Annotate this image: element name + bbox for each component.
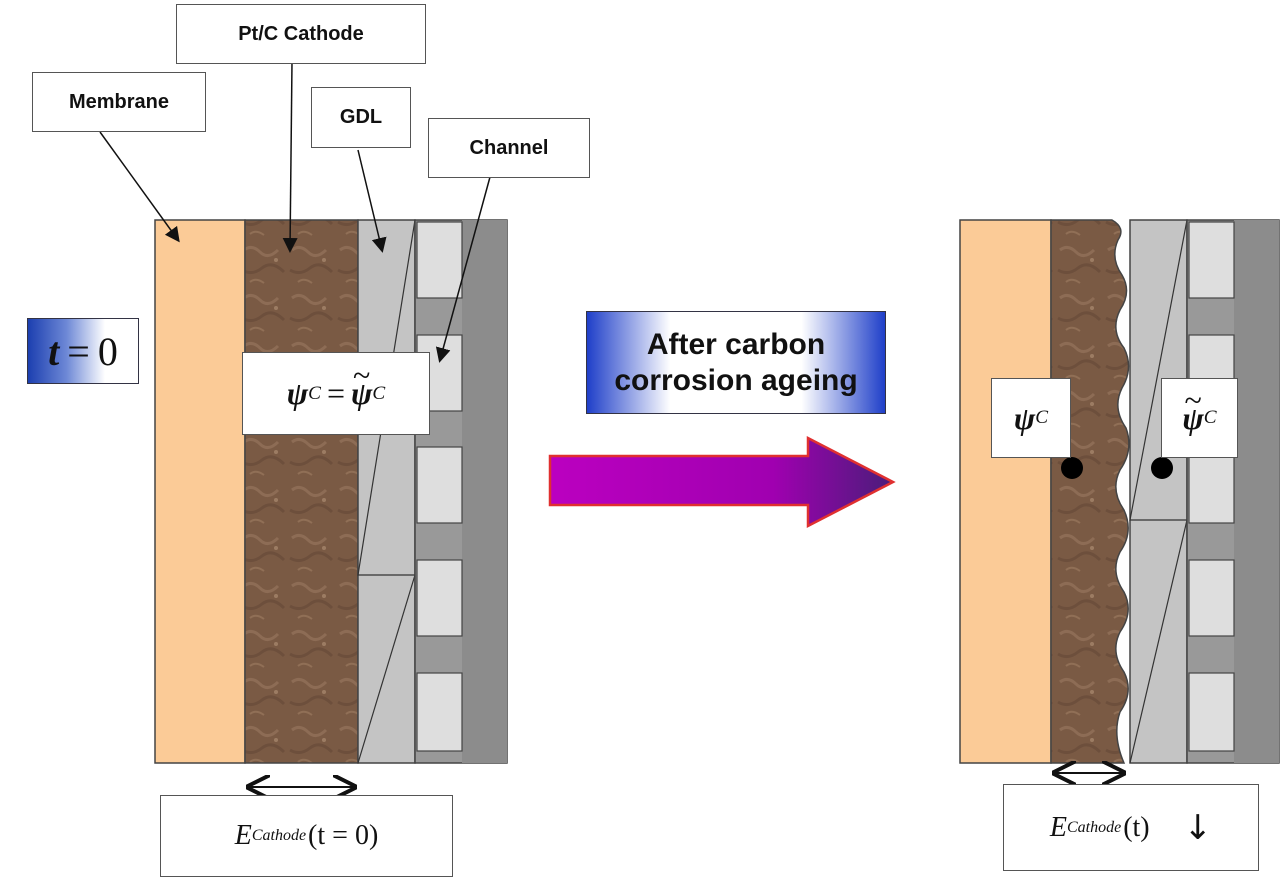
membrane-layer: [154, 219, 246, 764]
tilde-mark: ~: [353, 357, 371, 394]
psi-tilde-subscript: C: [372, 382, 386, 404]
channel-block: [416, 672, 463, 752]
time-variable: t: [48, 328, 60, 374]
psi-subscript: C: [308, 382, 321, 404]
time-value: 0: [97, 328, 118, 374]
gdl-diagonal-lines-lower: [357, 574, 416, 764]
aged-thickness-label: E Cathode (t) ↓: [1003, 784, 1259, 871]
ageing-caption-line1: After carbon: [646, 327, 826, 361]
psi-tilde-symbol: ψ: [351, 375, 373, 411]
membrane-leader: [99, 131, 180, 243]
aged-tilde-mark: ~: [1184, 381, 1202, 418]
decrease-arrow-icon: ↓: [1183, 807, 1213, 848]
aged-assembly: [959, 219, 1280, 773]
channel-leader: [435, 176, 491, 363]
channel-block: [1188, 559, 1235, 637]
channel-block: [1188, 672, 1235, 752]
aged-psi-tilde-subscript: C: [1203, 407, 1217, 428]
aged-thickness-argument: (t): [1123, 811, 1150, 843]
channel-block: [1188, 446, 1235, 524]
gdl-diagonal-lines: [357, 219, 416, 576]
membrane-label: Membrane: [32, 72, 206, 132]
cathode-layer: [244, 219, 359, 764]
aged-membrane-layer: [959, 219, 1052, 764]
channel-block: [416, 559, 463, 637]
psi-tilde-probe-dot: [1151, 457, 1173, 479]
ageing-caption: After carbon corrosion ageing: [586, 311, 886, 414]
aged-gdl-layer: [1129, 219, 1188, 764]
gdl-label: GDL: [311, 87, 411, 148]
aged-psi-label: ψ C: [991, 378, 1071, 458]
channel-block: [416, 446, 463, 524]
channel-block: [416, 221, 463, 299]
aged-psi-tilde: ~ ψ: [1182, 382, 1204, 437]
time-zero-badge: t = 0: [27, 318, 139, 384]
channel-block: [1188, 221, 1235, 299]
aged-gdl-diagonal-lines: [1129, 219, 1188, 764]
aged-psi-tilde-symbol: ψ: [1182, 399, 1204, 436]
ageing-arrow: [548, 435, 896, 529]
initial-potential-equation: ψ C = ~ ψ C: [242, 352, 430, 435]
initial-thickness-label: E Cathode (t = 0): [160, 795, 453, 877]
aged-psi-tilde-label: ~ ψ C: [1161, 378, 1238, 458]
thickness-subscript: Cathode: [251, 827, 307, 844]
ageing-caption-line2: corrosion ageing: [614, 363, 858, 397]
thickness-argument: (t = 0): [308, 820, 379, 851]
psi-symbol: ψ: [286, 375, 309, 411]
aged-cathode-layer: [1050, 219, 1130, 764]
aged-plate-dark-strip: [1234, 220, 1279, 763]
cathode-leader: [282, 61, 298, 253]
aged-thickness-symbol: E: [1049, 811, 1067, 843]
initial-assembly: [154, 219, 508, 787]
psi-probe-dot: [1061, 457, 1083, 479]
channel-label: Channel: [428, 118, 590, 178]
gdl-leader: [357, 149, 387, 253]
cathode-label: Pt/C Cathode: [176, 4, 426, 64]
thickness-symbol: E: [234, 820, 252, 851]
aged-channel-blocks: [1188, 221, 1235, 752]
aged-psi-subscript: C: [1035, 407, 1049, 428]
time-equals: =: [67, 328, 90, 374]
leader-lines: [99, 61, 491, 363]
gdl-layer: [357, 219, 416, 764]
aged-psi-symbol: ψ: [1013, 399, 1036, 436]
psi-tilde: ~ ψ: [351, 357, 373, 412]
plate-dark-strip: [462, 220, 507, 763]
aged-thickness-subscript: Cathode: [1066, 818, 1122, 836]
equation-equals: =: [326, 375, 346, 411]
